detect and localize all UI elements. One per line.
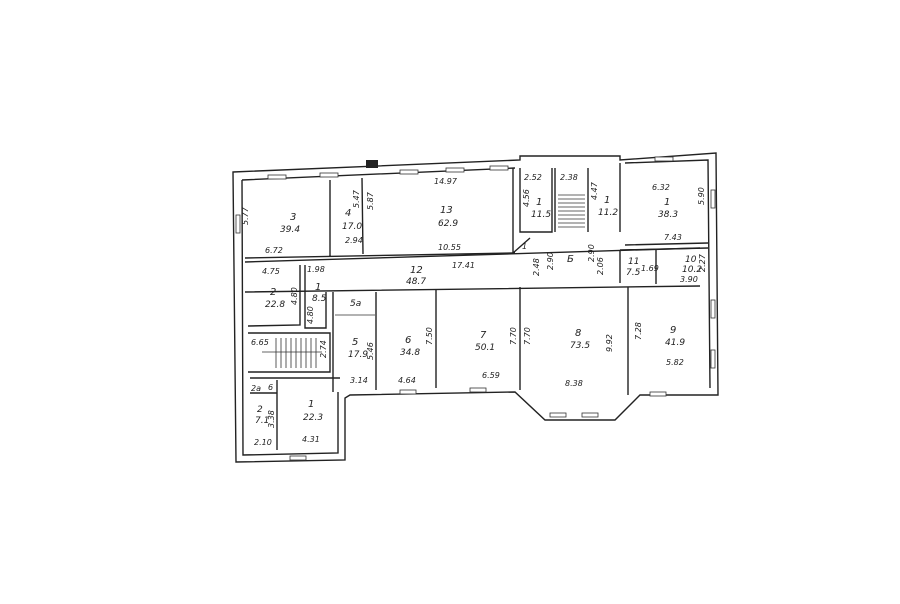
room-1-area: 8.5 [312, 294, 327, 304]
chimney [366, 160, 378, 168]
room-5a-number: 5a [350, 299, 361, 309]
dimension: 3.14 [350, 376, 368, 385]
room-2-number: 2 [257, 405, 263, 415]
room-11-area: 7.5 [626, 268, 641, 278]
room-1-area: 22.3 [303, 413, 323, 423]
dimension: 2.90 [546, 252, 555, 270]
stair-dimension: 2.74 [319, 340, 328, 358]
staircase-left [262, 338, 322, 368]
dimension: 5.77 [241, 206, 250, 225]
room-9-number: 9 [670, 325, 676, 336]
dimension: 3.38 [267, 410, 276, 428]
dimension: 4.75 [262, 267, 280, 276]
room-6-number: 6 [405, 335, 411, 346]
room-8-number: 8 [575, 328, 581, 339]
room-1-number: 1 [536, 197, 542, 208]
dimension: 4.80 [290, 287, 299, 305]
room-4-area: 17.0 [342, 222, 362, 232]
dimension: 7.43 [664, 233, 682, 242]
room-6-area: 34.8 [400, 348, 420, 358]
room-1-number: 1 [315, 282, 321, 293]
room-12-number: 12 [410, 265, 423, 276]
dimension: 2.06 [596, 257, 605, 275]
dimension: 5.90 [697, 187, 706, 205]
room-2-area: 22.8 [265, 300, 285, 310]
staircase-center [558, 194, 585, 228]
windows [235, 156, 716, 461]
dimension: 1.98 [307, 265, 325, 274]
room-11-number: 11 [628, 257, 639, 267]
room-1-number: 1 [604, 195, 610, 206]
room-labels: 3 39.4 6.72 5.77 4 17.0 5.47 2.94 13 62.… [241, 173, 707, 447]
dimension: 2.48 [532, 258, 541, 276]
dimension: 9.92 [605, 334, 614, 352]
room-12-area: 48.7 [406, 277, 426, 287]
room-9-area: 41.9 [665, 338, 685, 348]
dimension: 10.55 [438, 243, 461, 252]
dimension: 5.46 [366, 342, 375, 360]
dimension: 5.87 [366, 191, 375, 210]
dimension: 7.50 [425, 327, 434, 345]
dimension: 4.47 [590, 181, 599, 200]
room-1-number: 1 [308, 399, 314, 410]
dimension: 4.80 [306, 306, 315, 324]
room-2-area: 7.1 [255, 416, 269, 426]
room-6-small-number: 6 [268, 383, 273, 392]
room-13-number: 13 [440, 205, 453, 216]
dimension: 14.97 [434, 177, 458, 186]
room-1-area: 38.3 [658, 210, 678, 220]
dimension: 1.69 [641, 264, 659, 273]
room-4-number: 4 [345, 208, 351, 219]
dimension: 4.64 [398, 376, 416, 385]
room-a-label: 1 [522, 242, 527, 251]
dimension: 6.72 [265, 246, 283, 255]
dimension: 2.27 [698, 253, 707, 272]
room-3-area: 39.4 [280, 225, 300, 235]
stair-width: 2.38 [560, 173, 578, 182]
room-5-number: 5 [352, 337, 358, 348]
dimension: 8.38 [565, 379, 583, 388]
stair-dimension: 6.65 [251, 338, 269, 347]
room-2a-number: 2a [251, 384, 261, 393]
dimension: 3.90 [680, 275, 698, 284]
dimension: 6.59 [482, 371, 500, 380]
room-8-area: 73.5 [570, 341, 590, 351]
lobby-label: Б [567, 254, 574, 265]
dimension: 7.70 [523, 327, 532, 345]
dimension: 2.52 [524, 173, 542, 182]
room-2-number: 2 [270, 287, 276, 298]
dimension: 7.28 [634, 322, 643, 340]
dimension: 5.82 [666, 358, 684, 367]
dimension: 2.90 [587, 244, 596, 262]
dimension: 2.94 [345, 236, 363, 245]
room-3-number: 3 [290, 212, 296, 223]
dimension: 2.10 [254, 438, 272, 447]
room-7-area: 50.1 [475, 343, 495, 353]
dimension: 7.70 [509, 327, 518, 345]
dimension: 4.31 [302, 435, 320, 444]
room-1-area: 11.5 [531, 210, 551, 220]
room-5-area: 17.9 [348, 350, 368, 360]
dimension: 17.41 [452, 261, 475, 270]
room-7-number: 7 [480, 330, 487, 341]
dimension: 5.47 [352, 189, 361, 208]
room-13-area: 62.9 [438, 219, 458, 229]
dimension: 4.56 [522, 189, 531, 207]
room-1-number: 1 [664, 197, 670, 208]
interior-walls [244, 163, 709, 450]
room-1-area: 11.2 [598, 208, 618, 218]
dimension: 6.32 [652, 183, 670, 192]
room-10-number: 10 [685, 255, 697, 265]
room-10-area: 10.2 [682, 265, 702, 275]
exterior-walls [232, 152, 719, 463]
